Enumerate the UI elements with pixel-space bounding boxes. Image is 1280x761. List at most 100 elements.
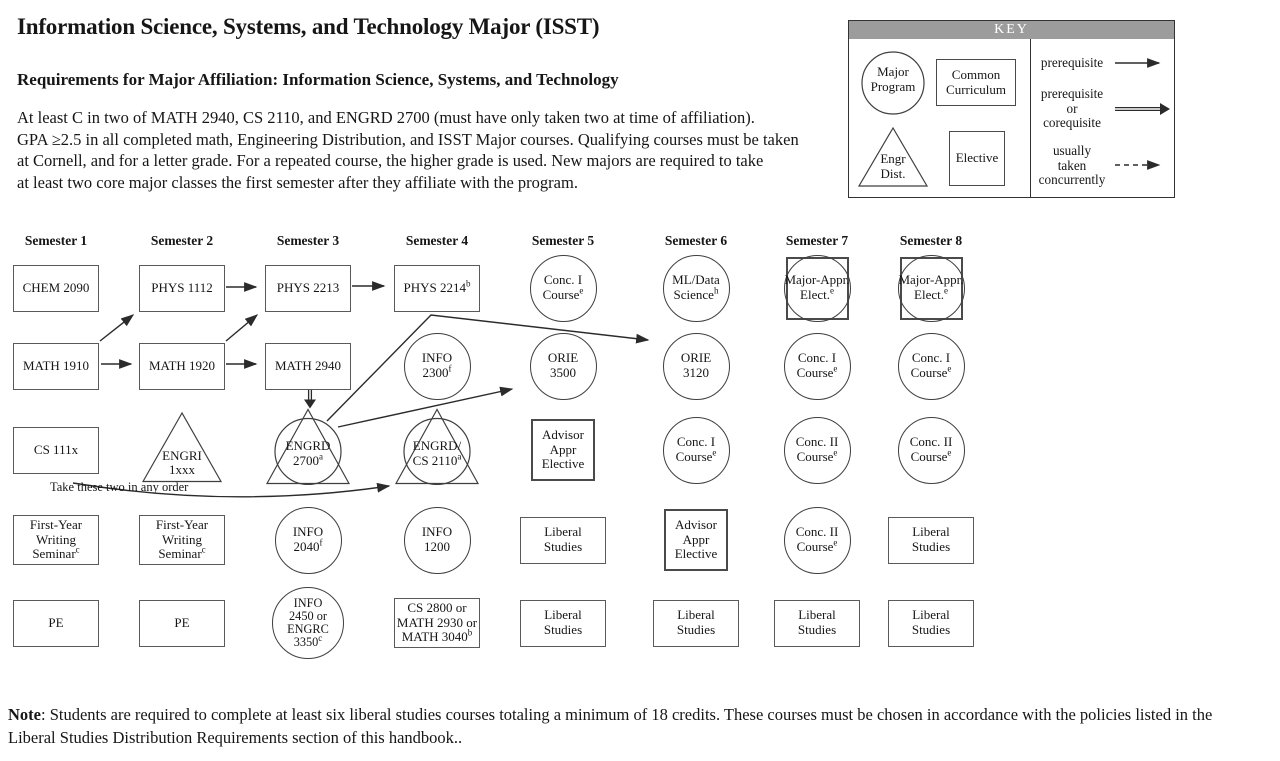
key-elective-box: Elective [949, 131, 1005, 186]
affiliation-requirements-heading: Requirements for Major Affiliation: Info… [17, 70, 619, 89]
node-label: PE [48, 614, 64, 630]
paragraph-line: GPA ≥2.5 in all completed math, Engineer… [17, 129, 799, 149]
semester-header-4: Semester 4 [405, 233, 469, 248]
edge-engrd2700-orie3120 [326, 314, 650, 422]
semester-header-3: Semester 3 [276, 233, 340, 248]
semester-header-8: Semester 8 [899, 233, 963, 248]
node-major-appr-s7: Major-Appr.Elect.e [783, 254, 851, 322]
node-label: ENGRD/CS 2110a [412, 438, 462, 468]
note-line: Liberal Studies Distribution Requirement… [8, 728, 463, 747]
node-label: PHYS 2213 [276, 279, 340, 295]
node-cs111x: CS 111x [13, 426, 99, 474]
semester-header-2: Semester 2 [150, 233, 214, 248]
node-math1920: MATH 1920 [139, 342, 225, 390]
paragraph-line: At least C in two of MATH 2940, CS 2110,… [17, 108, 755, 127]
node-chem2090: CHEM 2090 [13, 264, 99, 312]
edge-math2940-engrd2700 [304, 390, 316, 409]
node-phys2214: PHYS 2214b [394, 264, 480, 312]
node-label: MATH 2940 [274, 357, 342, 373]
edge-cs111x-engrdcs2110 [72, 482, 391, 498]
node-label: Major-Appr.Elect.e [898, 272, 964, 302]
key-concurrent-label: usually taken concurrently [1038, 143, 1106, 188]
key-divider [1030, 39, 1031, 197]
engr-dist-triangle [857, 126, 929, 187]
semester-header-5: Semester 5 [531, 233, 595, 248]
key-shapes-graphics [857, 51, 1170, 187]
engr-dist-major-shape [265, 407, 351, 485]
paragraph-line: at Cornell, and for a letter grade. For … [17, 151, 764, 170]
note-line: Note: Students are required to complete … [8, 705, 1213, 724]
node-pe-s2: PE [139, 599, 225, 647]
node-phys1112: PHYS 1112 [139, 264, 225, 312]
key-coreq-label: prerequisite or corequisite [1040, 86, 1104, 131]
paragraph-line: at least two core major classes the firs… [17, 172, 578, 192]
node-major-appr-s8: Major-Appr.Elect.e [897, 254, 965, 322]
page-title: Information Science, Systems, and Techno… [17, 14, 600, 39]
node-label: CS 111x [33, 441, 79, 457]
node-label: MATH 1920 [148, 357, 216, 373]
key-title: KEY [994, 22, 1029, 37]
coreq-arrow-sample [1115, 103, 1170, 115]
key-prerequisite-label: prerequisite [1040, 55, 1104, 70]
node-math1910: MATH 1910 [13, 342, 99, 390]
edge-math1920-phys2213 [225, 314, 259, 342]
semester-header-1: Semester 1 [24, 233, 88, 248]
major-program-circle [783, 254, 851, 322]
node-label: MATH 1910 [22, 357, 90, 373]
edge-math1910-phys1112 [99, 314, 135, 342]
node-math2940: MATH 2940 [265, 342, 351, 390]
edge-engrd2700-orie3500 [337, 386, 514, 428]
node-pe-s1: PE [13, 599, 99, 647]
node-label: PE [174, 614, 190, 630]
node-label: CHEM 2090 [22, 279, 90, 295]
major-program-circle [897, 254, 965, 322]
liberal-studies-note: Note: Students are required to complete … [8, 703, 1212, 749]
